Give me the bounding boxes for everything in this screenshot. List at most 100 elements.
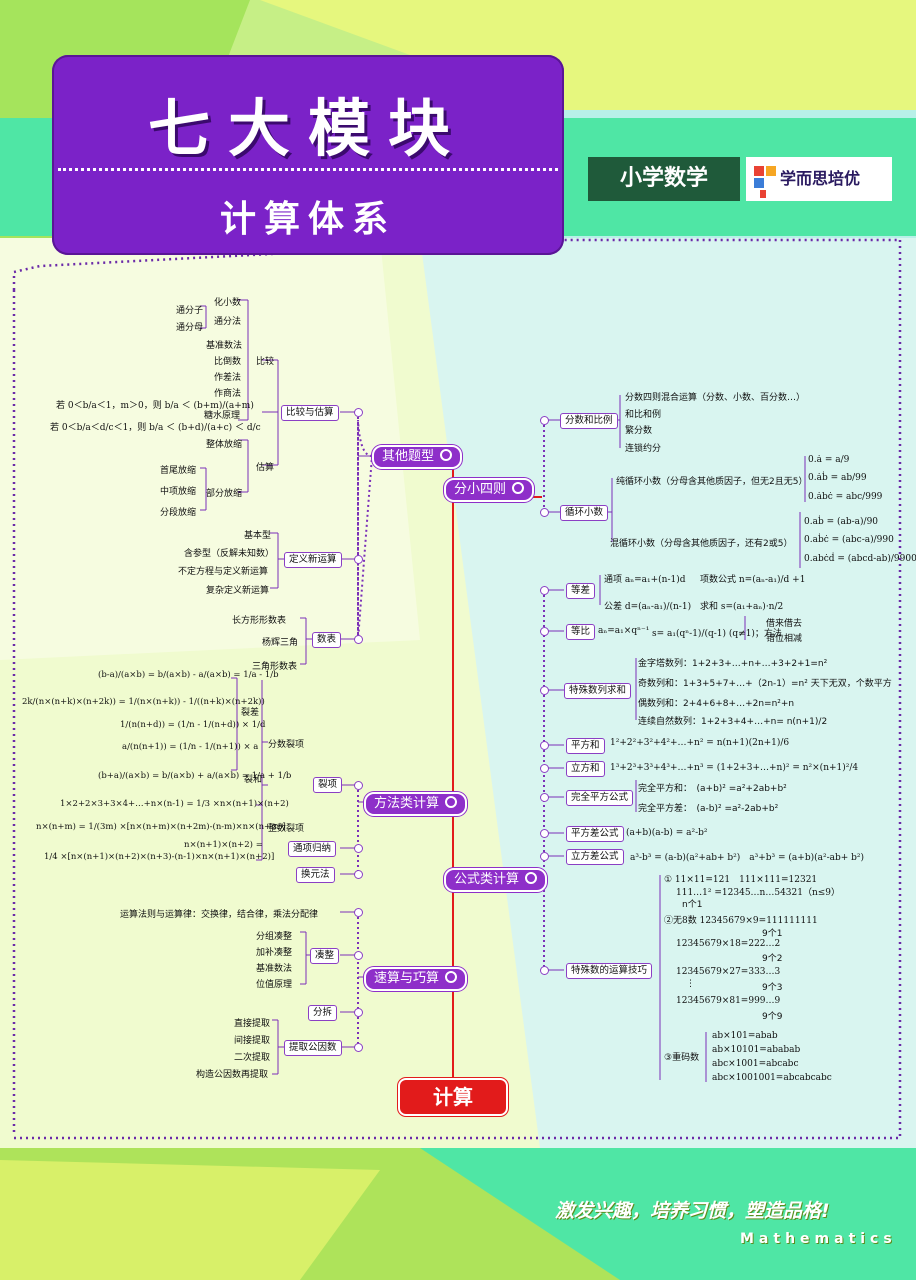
node-frac-ratio[interactable]: 分数和比例 [560,413,618,429]
trick-note: 9个1 [762,929,783,939]
compare-item: 通分法 [214,317,242,327]
connector-dot [354,844,363,853]
node-distribute[interactable]: 分拆 [308,1005,338,1021]
connector-dot [540,764,549,773]
repeat-formula: ab×10101=ababab [712,1045,801,1055]
perfect-formula: 完全平方差： (a-b)² =a²-2ab+b² [638,804,779,814]
mixed-formula: 0.abċḋ = (abcd-ab)/9900 [804,554,916,564]
special-item: 金字塔数列：1+2+3+…+n+…+3+2+1=n² [638,659,828,669]
node-general[interactable]: 通项归纳 [288,841,337,857]
node-cube-sum[interactable]: 立方和 [566,761,605,777]
int-split-formula: 1×2+2×3+3×4+…+n×(n-1) = 1/3 ×n×(n+1)×(n+… [60,799,289,809]
connector-dot [540,416,549,425]
node-round[interactable]: 凑整 [310,948,340,964]
node-cycle[interactable]: 循环小数 [560,505,609,521]
compare-item: 糖水原理 [204,411,241,421]
node-sq-sum[interactable]: 平方和 [566,738,605,754]
node-substitute[interactable]: 换元法 [296,867,335,883]
factor-item: 二次提取 [234,1053,271,1063]
connector-dot [540,793,549,802]
repeat-formula: ab×101=abab [712,1031,778,1041]
node-ring-icon [440,449,453,461]
node-geo[interactable]: 等比 [566,624,596,640]
split-sum: 裂和 [244,775,263,785]
node-int-split: 整数裂项 [268,824,305,834]
module-fraction-label: 分小四则 [454,482,507,497]
cube-sum-formula: 1³+2³+3³+4³+…+n³ = (1+2+3+…+n)² = n²×(n+… [610,763,859,773]
header-panel [52,55,564,255]
node-sq-diff[interactable]: 平方差公式 [566,826,624,842]
module-fast[interactable]: 速算与巧算 [364,967,468,991]
module-formula[interactable]: 公式类计算 [444,868,548,892]
def-item: 复杂定义新运算 [206,586,270,596]
mixed-cycle: 混循环小数（分母含其他质因子，还有2或5） [610,539,793,549]
slogan: 激发兴趣，培养习惯，塑造品格! [555,1200,830,1222]
frac-ratio-item: 繁分数 [625,426,653,436]
page-subtitle: 计算体系 [219,199,396,240]
root-node[interactable]: 计算 [400,1080,506,1114]
module-formula-label: 公式类计算 [454,872,520,887]
factor-item: 直接提取 [234,1019,271,1029]
def-item: 不定方程与定义新运算 [178,567,269,577]
connector-dot [354,408,363,417]
connector-dot [540,686,549,695]
module-other[interactable]: 其他题型 [372,445,463,469]
connector-dot [540,829,549,838]
split-formula: (b+a)/(a×b) = b/(a×b) + a/(a×b) = 1/a + … [98,771,292,781]
node-def-op[interactable]: 定义新运算 [284,552,342,568]
sq-sum-formula: 1²+2²+3²+4²+…+n² = n(n+1)(2n+1)/6 [610,738,790,748]
node-special[interactable]: 特殊数列求和 [564,683,632,699]
round-item: 位值原理 [256,980,293,990]
node-arith[interactable]: 等差 [566,583,596,599]
trick-line: ②无8数 12345679×9=111111111 [664,916,818,926]
brand-name: 学而思培优 [780,169,861,188]
module-method-label: 方法类计算 [374,796,440,811]
trick-line: ① 11×11=121 111×111=12321 [664,875,818,885]
pure-formula: 0.ȧ = a/9 [808,455,850,465]
trick-line: ③重码数 [664,1053,700,1063]
trick-ellipsis: ⋮ [686,979,695,989]
table-item: 长方形形数表 [232,616,287,626]
brand-logo-icon [760,190,766,198]
module-method[interactable]: 方法类计算 [364,792,468,816]
page-title: 七大模块 [147,92,468,165]
law-text: 运算法则与运算律：交换律，结合律，乘法分配律 [120,910,319,920]
footer-word: Mathematics [740,1231,897,1247]
tongfen-item: 通分母 [176,323,204,333]
special-item: 奇数列和：1+3+5+7+…+（2n-1）=n² 天下无双，个数平方 [638,679,892,689]
brand-logo-icon [754,166,764,176]
node-estimate: 估算 [256,463,275,473]
sq-diff-formula: (a+b)(a-b) = a²-b² [626,828,708,838]
trick-note: 9个9 [762,1012,783,1022]
node-perfect[interactable]: 完全平方公式 [566,790,634,806]
module-fraction[interactable]: 分小四则 [444,478,535,502]
node-cube-diff[interactable]: 立方差公式 [566,849,624,865]
node-split[interactable]: 裂项 [313,777,343,793]
node-frac-split: 分数裂项 [268,740,305,750]
round-item: 分组凑整 [256,932,293,942]
mixed-formula: 0.aḃ = (ab-a)/90 [804,517,879,527]
table-item: 杨辉三角 [262,638,299,648]
repeat-formula: abc×1001=abcabc [712,1059,799,1069]
connector-dot [354,908,363,917]
connector-dot [540,586,549,595]
geo-formula: s= a₁(qⁿ-1)/(q-1) (q≠1)；方法 [652,629,782,639]
node-table[interactable]: 数表 [312,632,342,648]
factor-item: 间接提取 [234,1036,271,1046]
module-fast-label: 速算与巧算 [374,971,440,986]
partial-item: 首尾放缩 [160,466,197,476]
brand-badge [746,157,892,201]
header-divider [58,168,558,171]
frac-ratio-item: 和比和例 [625,410,662,420]
node-factor[interactable]: 提取公因数 [284,1040,342,1056]
trick-line: 12345679×18=222…2 [676,939,781,949]
factor-item: 构造公因数再提取 [196,1070,269,1080]
node-compare: 比较 [256,357,275,367]
node-compare-estimate[interactable]: 比较与估算 [281,405,339,421]
node-ring-icon [445,796,458,808]
pure-formula: 0.ȧḃ = ab/99 [808,473,867,483]
node-ring-icon [445,971,458,983]
arith-formula: 公差 d=(aₙ-a₁)/(n-1) [604,602,692,612]
node-tricks[interactable]: 特殊数的运算技巧 [566,963,653,979]
compare-item: 化小数 [214,298,242,308]
